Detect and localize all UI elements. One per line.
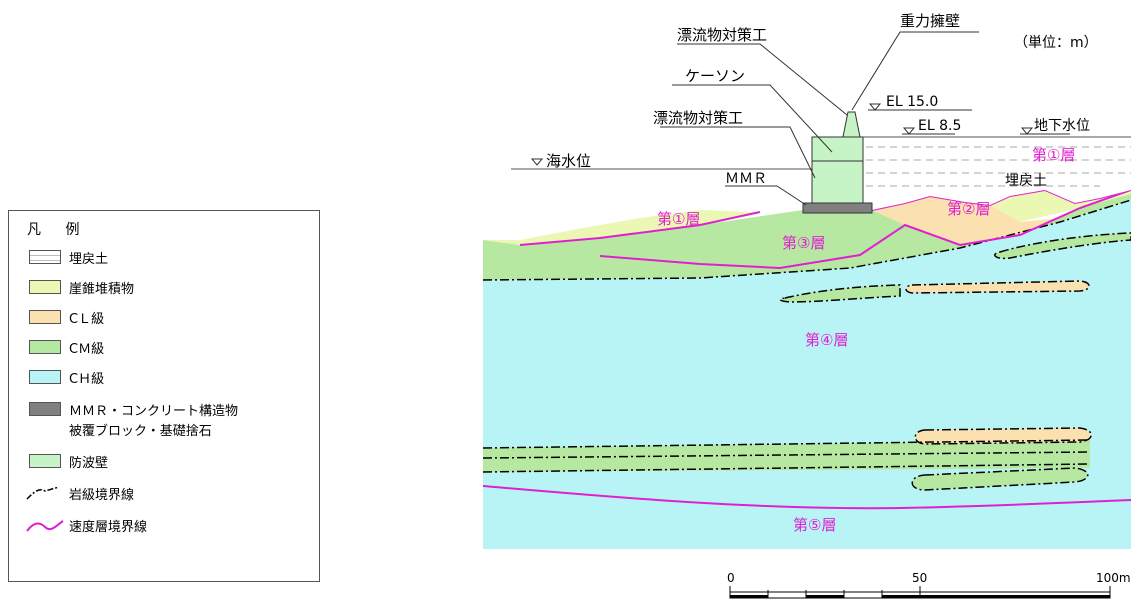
legend-item-talus: 崖錐堆積物 xyxy=(9,277,319,297)
caisson-label: ケーソン xyxy=(685,67,745,85)
legend-item-mmr: ＭＭＲ・コンクリート構造物 被覆ブロック・基礎捨石 xyxy=(9,399,319,439)
talus-left xyxy=(483,210,755,245)
legend-label: 防波壁 xyxy=(69,456,109,471)
cm-band-lower xyxy=(483,440,1090,472)
legend-label-second-line: 被覆ブロック・基礎捨石 xyxy=(69,424,212,439)
legend: 凡 例 埋戻土 崖錐堆積物 CＬ級 CＭ級 CＨ級 ＭＭＲ・コンクリート構造物 … xyxy=(8,210,320,582)
backfill-dashes xyxy=(866,146,1131,187)
gravity-wall xyxy=(842,111,861,138)
scale-tick-0: 0 xyxy=(727,571,735,585)
legend-item-wall: 防波壁 xyxy=(9,451,319,471)
cm-lens-lower-right xyxy=(911,467,1089,491)
talus-right xyxy=(990,190,1131,222)
cm-swatch xyxy=(29,340,61,354)
legend-title: 凡 例 xyxy=(27,222,90,238)
velocity-boundary-1 xyxy=(519,211,761,246)
legend-item-ch: CＨ級 xyxy=(9,367,319,387)
backfill-label: 埋戻土 xyxy=(1005,173,1047,189)
debris-barrier-lower xyxy=(811,136,864,162)
rock-class-boundary-4 xyxy=(483,463,1091,473)
groundwater-label: 地下水位 xyxy=(1034,118,1090,134)
legend-label: 速度層境界線 xyxy=(69,520,148,535)
legend-label: CＭ級 xyxy=(69,342,105,357)
unit-label: （単位：m） xyxy=(1014,35,1098,51)
rock-boundary-line-icon xyxy=(26,486,60,500)
debris-barrier-upper-label: 漂流物対策工 xyxy=(677,26,767,44)
layer1-left-label: 第①層 xyxy=(657,210,700,228)
legend-item-cm: CＭ級 xyxy=(9,337,319,357)
legend-label: CＬ級 xyxy=(69,312,105,327)
layer5-label: 第⑤層 xyxy=(793,516,836,534)
scale-tick-50: 50 xyxy=(912,571,927,585)
cl-lens-lower xyxy=(914,427,1092,445)
legend-item-cl: CＬ級 xyxy=(9,307,319,327)
debris-barrier-lower-label: 漂流物対策工 xyxy=(653,109,743,127)
legend-item-rock-boundary: 岩級境界線 xyxy=(9,483,319,503)
el85-label: EL 8.5 xyxy=(918,118,961,134)
layer3-label: 第③層 xyxy=(782,234,825,252)
legend-label: 埋戻土 xyxy=(69,252,109,267)
rock-class-boundary-2 xyxy=(483,439,1091,449)
backfill-swatch xyxy=(29,250,61,264)
cm-lens-2 xyxy=(779,284,901,303)
rock-class-boundary-3 xyxy=(483,451,1091,459)
wall-swatch xyxy=(29,454,61,468)
talus-swatch xyxy=(29,280,61,294)
velocity-boundary-line-icon xyxy=(26,520,64,532)
backfill-zone xyxy=(862,137,1131,210)
legend-label: 岩級境界線 xyxy=(69,488,135,503)
caisson-body xyxy=(811,160,864,204)
leader-lines xyxy=(660,31,1070,206)
cl-lens-1 xyxy=(905,280,1090,294)
scale-bar: 0 50 100m xyxy=(727,571,1131,599)
legend-item-backfill: 埋戻土 xyxy=(9,247,319,267)
cl-swatch xyxy=(29,310,61,324)
cm-lens-1 xyxy=(994,232,1131,260)
el15-label: EL 15.0 xyxy=(886,94,938,110)
mmr-block xyxy=(802,202,873,214)
layer1-right-label: 第①層 xyxy=(1032,146,1075,164)
mmr-label: ＭＭＲ xyxy=(725,171,767,187)
cm-rock-zone xyxy=(483,190,1131,280)
velocity-boundary-2 xyxy=(599,189,1131,270)
legend-label: CＨ級 xyxy=(69,372,105,387)
cl-rock-zone xyxy=(872,196,1080,245)
layer4-label: 第④層 xyxy=(805,331,848,349)
scale-tick-100: 100m xyxy=(1096,571,1131,585)
legend-label: 崖錐堆積物 xyxy=(69,282,135,297)
gravity-wall-label: 重力擁壁 xyxy=(900,12,960,30)
legend-label: ＭＭＲ・コンクリート構造物 xyxy=(69,404,239,419)
sea-level-label: 海水位 xyxy=(546,152,591,170)
layer2-label: 第②層 xyxy=(947,200,990,218)
velocity-boundary-4 xyxy=(483,485,1131,510)
ch-swatch xyxy=(29,370,61,384)
water-level-symbols xyxy=(530,103,1034,166)
mmr-swatch xyxy=(29,402,61,416)
legend-item-velocity-boundary: 速度層境界線 xyxy=(9,515,319,535)
